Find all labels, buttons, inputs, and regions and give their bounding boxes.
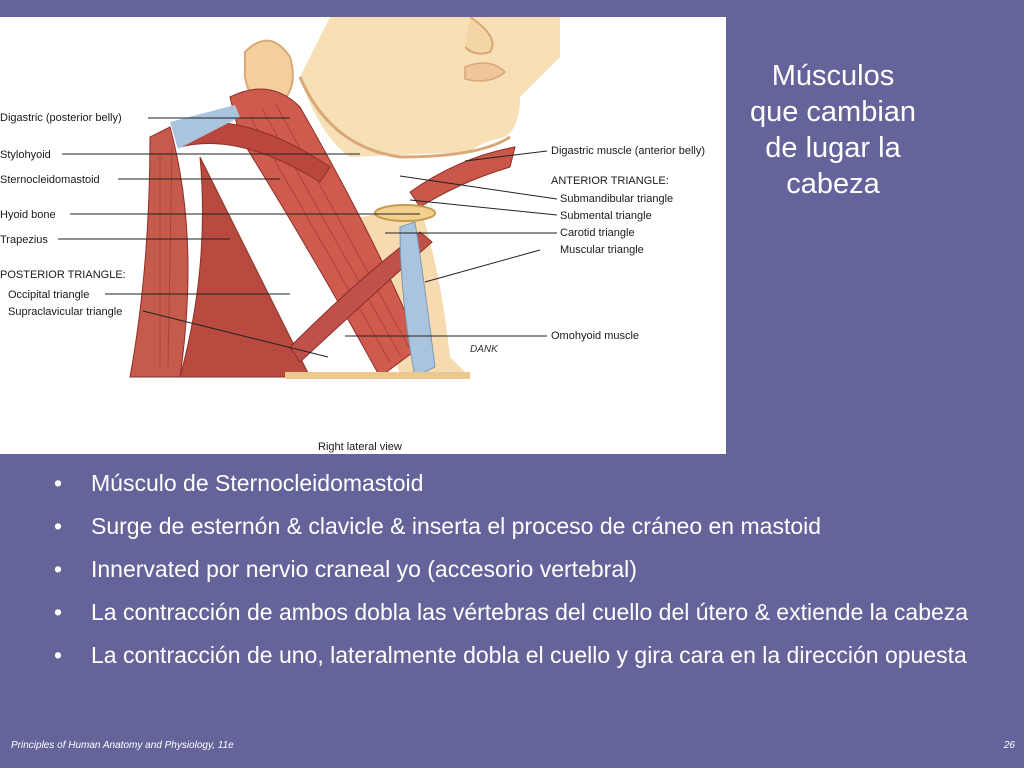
label-digastric-posterior: Digastric (posterior belly): [0, 112, 122, 124]
digastric-tendon: [170, 105, 240, 149]
label-submandibular-triangle: Submandibular triangle: [560, 193, 674, 205]
label-supraclavicular-triangle: Supraclavicular triangle: [8, 306, 123, 318]
bullet-item: Innervated por nervio craneal yo (acceso…: [50, 554, 970, 585]
nose: [464, 17, 494, 55]
label-trapezius: Trapezius: [0, 234, 48, 246]
chin-outline: [298, 76, 511, 159]
label-omohyoid-muscle: Omohyoid muscle: [551, 330, 640, 342]
trapezius-muscle: [129, 126, 189, 378]
label-submental-triangle: Submental triangle: [560, 210, 652, 222]
label-anterior-triangle: ANTERIOR TRIANGLE:: [551, 175, 669, 187]
face-skin: [300, 17, 560, 157]
label-carotid-triangle: Carotid triangle: [560, 227, 635, 239]
bullet-item: Músculo de Sternocleidomastoid: [50, 468, 970, 499]
bullet-item: La contracción de ambos dobla las vérteb…: [50, 597, 970, 628]
page-number: 26: [1003, 740, 1015, 751]
title-line: cabeza: [786, 168, 880, 200]
title-line: Músculos: [771, 60, 895, 92]
title-line: que cambian: [749, 96, 917, 128]
label-occipital-triangle: Occipital triangle: [8, 289, 90, 301]
anatomy-figure: DANK Digastric (posterior belly) Stylohy…: [0, 17, 726, 454]
bullet-item: La contracción de uno, lateralmente dobl…: [50, 640, 970, 671]
label-hyoid-bone: Hyoid bone: [0, 209, 56, 221]
hyoid-bone: [374, 204, 436, 222]
neck-muscles-illustration: DANK: [58, 17, 560, 379]
clavicle: [285, 372, 470, 379]
label-sternocleidomastoid: Sternocleidomastoid: [0, 174, 100, 186]
title-line: de lugar la: [765, 132, 901, 164]
label-muscular-triangle: Muscular triangle: [560, 244, 644, 256]
digastric-anterior-belly: [409, 146, 516, 208]
artist-signature: DANK: [470, 344, 499, 355]
label-digastric-anterior: Digastric muscle (anterior belly): [551, 145, 706, 157]
omohyoid-muscle: [289, 231, 433, 363]
bullet-item: Surge de esternón & clavicle & inserta e…: [50, 511, 970, 542]
bullet-list: Músculo de Sternocleidomastoid Surge de …: [50, 468, 970, 683]
figure-caption: Right lateral view: [318, 441, 402, 453]
label-stylohyoid: Stylohyoid: [0, 149, 51, 161]
footer-text: Principles of Human Anatomy and Physiolo…: [11, 740, 234, 751]
lips: [464, 62, 507, 82]
label-posterior-triangle: POSTERIOR TRIANGLE:: [0, 269, 126, 281]
slide-title: Músculos que cambian de lugar la cabeza: [730, 58, 936, 202]
